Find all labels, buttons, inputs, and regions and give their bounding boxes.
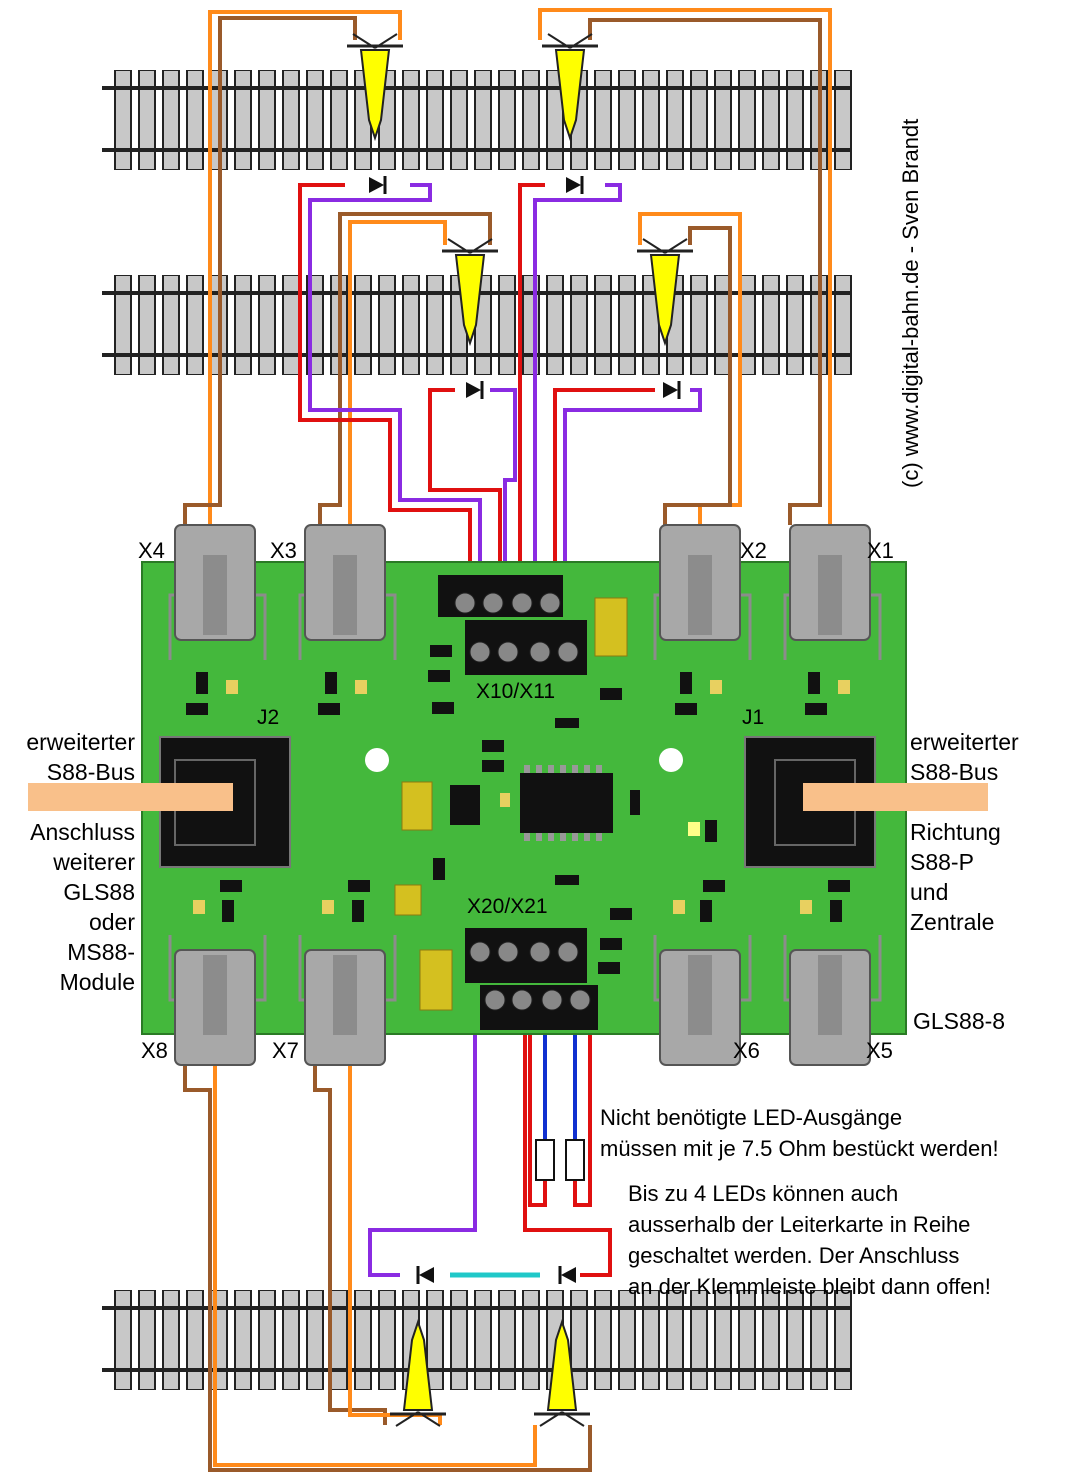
signal-wires — [298, 183, 702, 1278]
pcb-board: X10/X11 X20/X21 J2 J1 — [141, 524, 907, 1066]
resistor-note-line: Nicht benötigte LED-Ausgänge — [600, 1105, 903, 1130]
diode-mid-left — [464, 379, 484, 401]
diode-top-left — [367, 174, 387, 196]
left-note-line: Anschluss — [30, 819, 135, 845]
left-note-line: weiterer — [53, 849, 135, 875]
series-note-line: ausserhalb der Leiterkarte in Reihe — [628, 1212, 971, 1237]
bus-cable-right — [803, 783, 988, 811]
diode-bottom-left — [416, 1264, 436, 1286]
left-note: erweiterter S88-Bus Anschluss weiterer G… — [0, 727, 135, 997]
bus-cable-left — [28, 783, 233, 811]
series-note-line: geschaltet werden. Der Anschluss — [628, 1243, 960, 1268]
connector-x5: X5 — [866, 1038, 893, 1063]
sensor-wires — [183, 8, 832, 1472]
series-note-line: an der Klemmleiste bleibt dann offen! — [628, 1274, 991, 1299]
left-note-line: oder — [88, 909, 135, 935]
right-note-line: Richtung — [910, 819, 1001, 845]
connector-x4: X4 — [138, 538, 165, 563]
right-note: erweiterter S88-Bus Richtung S88-P und Z… — [910, 727, 1019, 937]
connector-x3: X3 — [270, 538, 297, 563]
jack-left-label: J2 — [257, 706, 279, 729]
diode-top-right — [564, 174, 584, 196]
track-top-1 — [100, 68, 854, 172]
terminal-top-label: X10/X11 — [476, 680, 555, 703]
copyright-text: (c) www.digital-bahn.de - Sven Brandt — [898, 118, 923, 488]
right-note-line: S88-Bus — [910, 759, 999, 785]
resistor-left — [535, 1139, 555, 1181]
resistor-note: Nicht benötigte LED-Ausgänge müssen mit … — [600, 1102, 999, 1164]
resistor-note-line: müssen mit je 7.5 Ohm bestückt werden! — [600, 1136, 999, 1161]
connector-x2: X2 — [740, 538, 767, 563]
copyright: (c) www.digital-bahn.de - Sven Brandt — [890, 38, 930, 488]
series-note-line: Bis zu 4 LEDs können auch — [628, 1181, 899, 1206]
connector-x6: X6 — [733, 1038, 760, 1063]
series-note: Bis zu 4 LEDs können auch ausserhalb der… — [628, 1178, 991, 1302]
resistor-right — [565, 1139, 585, 1181]
left-note-line: MS88- — [67, 939, 135, 965]
right-note-line: und — [910, 879, 949, 905]
diode-mid-right — [661, 379, 681, 401]
board-name: GLS88-8 — [913, 1008, 1006, 1034]
right-note-line: S88-P — [910, 849, 974, 875]
jack-right-label: J1 — [742, 706, 764, 729]
diode-bottom-right — [558, 1264, 578, 1286]
connector-x1: X1 — [867, 538, 894, 563]
left-note-line: S88-Bus — [46, 759, 135, 785]
right-note-line: erweiterter — [910, 729, 1019, 755]
right-note-line: Zentrale — [910, 909, 995, 935]
connector-x7: X7 — [272, 1038, 299, 1063]
terminal-bottom-label: X20/X21 — [467, 895, 548, 918]
connector-x8: X8 — [141, 1038, 168, 1063]
left-note-line: GLS88 — [63, 879, 135, 905]
left-note-line: Module — [59, 969, 135, 995]
left-note-line: erweiterter — [26, 729, 135, 755]
